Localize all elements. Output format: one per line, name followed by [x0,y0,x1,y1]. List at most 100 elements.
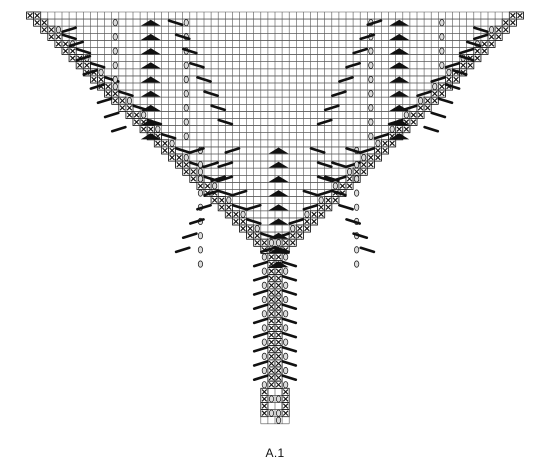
double-decrease-triangle-symbol [389,90,410,97]
decrease-slash-symbol [430,111,447,119]
decrease-slash-symbol [281,360,298,367]
yarn-over-symbol [226,196,232,204]
decrease-slash-symbol [458,47,475,55]
cross-box-symbol [503,27,509,33]
yarn-over-symbol [98,68,104,76]
cross-box-symbol [275,374,282,381]
yarn-over-symbol [283,381,289,389]
cross-box-symbol [190,176,197,182]
cross-box-symbol [211,197,218,203]
cross-box-symbol [197,183,204,189]
cross-box-symbol [439,83,445,90]
decrease-slash-symbol [174,147,191,154]
decrease-slash-symbol [281,345,298,353]
cross-box-symbol [275,303,282,310]
cross-box-symbol [282,389,289,395]
yarn-over-symbol [261,352,267,360]
decrease-slash-symbol [316,175,333,183]
cross-box-symbol [261,410,268,416]
decrease-slash-symbol [189,218,205,225]
cross-box-symbol [268,353,275,360]
decrease-slash-symbol [252,303,269,311]
cross-box-symbol [268,268,275,274]
yarn-over-symbol [240,210,246,218]
cross-box-symbol [282,403,289,409]
decrease-slash-symbol [345,147,362,154]
cross-box-symbol [332,197,339,203]
decrease-slash-symbol [423,125,440,133]
cross-box-symbol [261,389,268,395]
double-decrease-triangle-symbol [140,33,161,40]
cross-box-symbol [226,211,232,218]
yarn-over-symbol [197,161,204,169]
decrease-slash-symbol [210,175,227,183]
yarn-over-symbol [283,253,289,261]
cross-box-symbol [382,147,388,154]
double-decrease-triangle-symbol [389,133,410,140]
yarn-over-symbol [361,154,367,162]
yarn-over-symbol [283,281,289,289]
cross-box-symbol [481,41,488,47]
decrease-slash-symbol [359,246,376,254]
decrease-slash-symbol [281,303,298,311]
decrease-slash-symbol [437,97,454,105]
yarn-over-symbol [354,260,360,268]
yarn-over-symbol [261,366,267,375]
decrease-slash-symbol [323,104,340,112]
decrease-slash-symbol [359,147,376,154]
yarn-over-symbol [446,68,452,76]
cross-box-symbol [105,83,111,90]
cross-box-symbol [105,90,111,97]
cross-box-symbol [169,154,175,161]
cross-box-symbol [474,55,481,61]
cross-box-symbol [368,154,374,161]
decrease-slash-symbol [252,374,269,382]
decrease-slash-symbol [75,47,92,55]
decrease-slash-symbol [217,161,234,168]
cross-box-symbol [69,55,76,61]
cross-box-symbol [204,183,211,189]
cross-box-symbol [368,161,374,168]
cross-box-symbol [481,48,488,54]
yarn-over-symbol [368,75,374,84]
cross-box-symbol [240,225,246,232]
double-decrease-triangle-symbol [140,119,161,126]
cross-box-symbol [275,367,282,374]
decrease-slash-symbol [359,33,376,41]
decrease-slash-symbol [352,232,369,239]
cross-box-symbol [126,112,133,118]
cross-box-symbol [282,396,289,402]
yarn-over-symbol [354,203,360,211]
cross-box-symbol [432,98,438,104]
decrease-slash-symbol [458,54,475,62]
yarn-over-symbol [354,161,360,169]
cross-box-symbol [432,90,438,97]
yarn-over-symbol [275,409,282,417]
double-decrease-triangle-symbol [268,204,289,211]
decrease-slash-symbol [330,90,347,97]
cross-box-symbol [268,282,275,289]
yarn-over-symbol [261,381,267,389]
cross-box-symbol [403,126,410,132]
yarn-over-symbol [375,139,381,147]
yarn-over-symbol [112,61,118,69]
yarn-over-symbol [112,19,118,27]
cross-box-symbol [84,62,90,68]
cross-box-symbol [311,218,317,225]
yarn-over-symbol [55,26,62,34]
cross-box-symbol [268,332,275,338]
cross-box-symbol [41,27,47,33]
decrease-slash-symbol [196,76,212,83]
cross-box-symbol [275,360,282,367]
yarn-over-symbol [183,132,189,140]
yarn-over-symbol [183,61,189,69]
cross-box-symbol [119,105,126,111]
yarn-over-symbol [283,310,289,318]
yarn-over-symbol [183,104,189,112]
decrease-slash-symbol [89,83,106,90]
yarn-over-symbol [112,75,118,84]
cross-box-symbol [233,218,239,225]
decrease-slash-symbol [231,189,248,197]
cross-box-symbol [510,12,516,19]
cross-box-symbol [417,105,424,111]
